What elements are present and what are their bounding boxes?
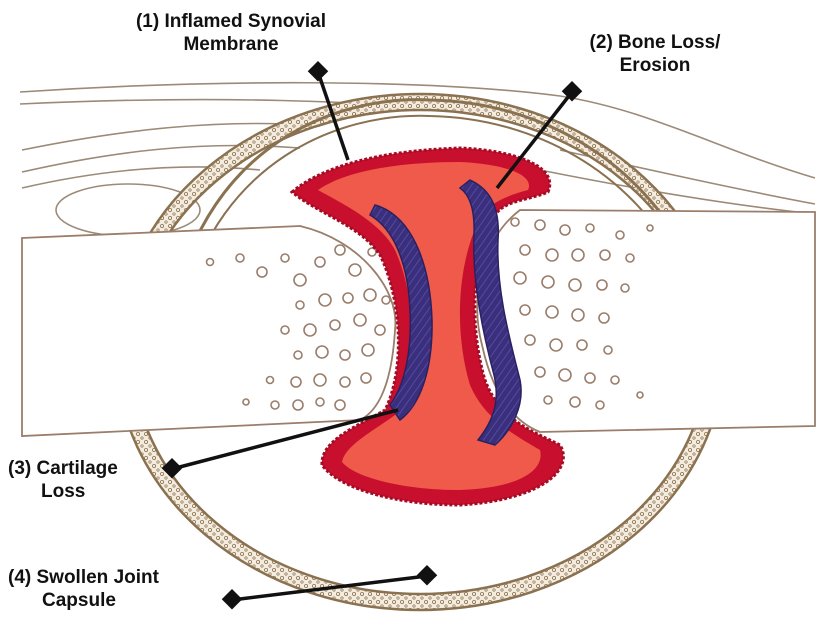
label-swollen-joint-capsule: (4) Swollen Joint Capsule	[8, 566, 228, 612]
left-bone	[22, 226, 395, 436]
label-line: (4) Swollen Joint	[8, 566, 228, 589]
label-line: Membrane	[96, 33, 366, 56]
label-bone-loss-erosion: (2) Bone Loss/ Erosion	[560, 31, 750, 77]
label-line: (2) Bone Loss/	[560, 31, 750, 54]
label-line: (3) Cartilage	[8, 457, 128, 480]
label-inflamed-synovial-membrane: (1) Inflamed Synovial Membrane	[96, 10, 366, 56]
right-bone	[477, 210, 815, 432]
label-line: Capsule	[8, 589, 228, 612]
label-cartilage-loss: (3) Cartilage Loss	[8, 457, 128, 503]
label-line: (1) Inflamed Synovial	[96, 10, 366, 33]
label-line: Erosion	[560, 54, 750, 77]
label-line: Loss	[8, 480, 128, 503]
